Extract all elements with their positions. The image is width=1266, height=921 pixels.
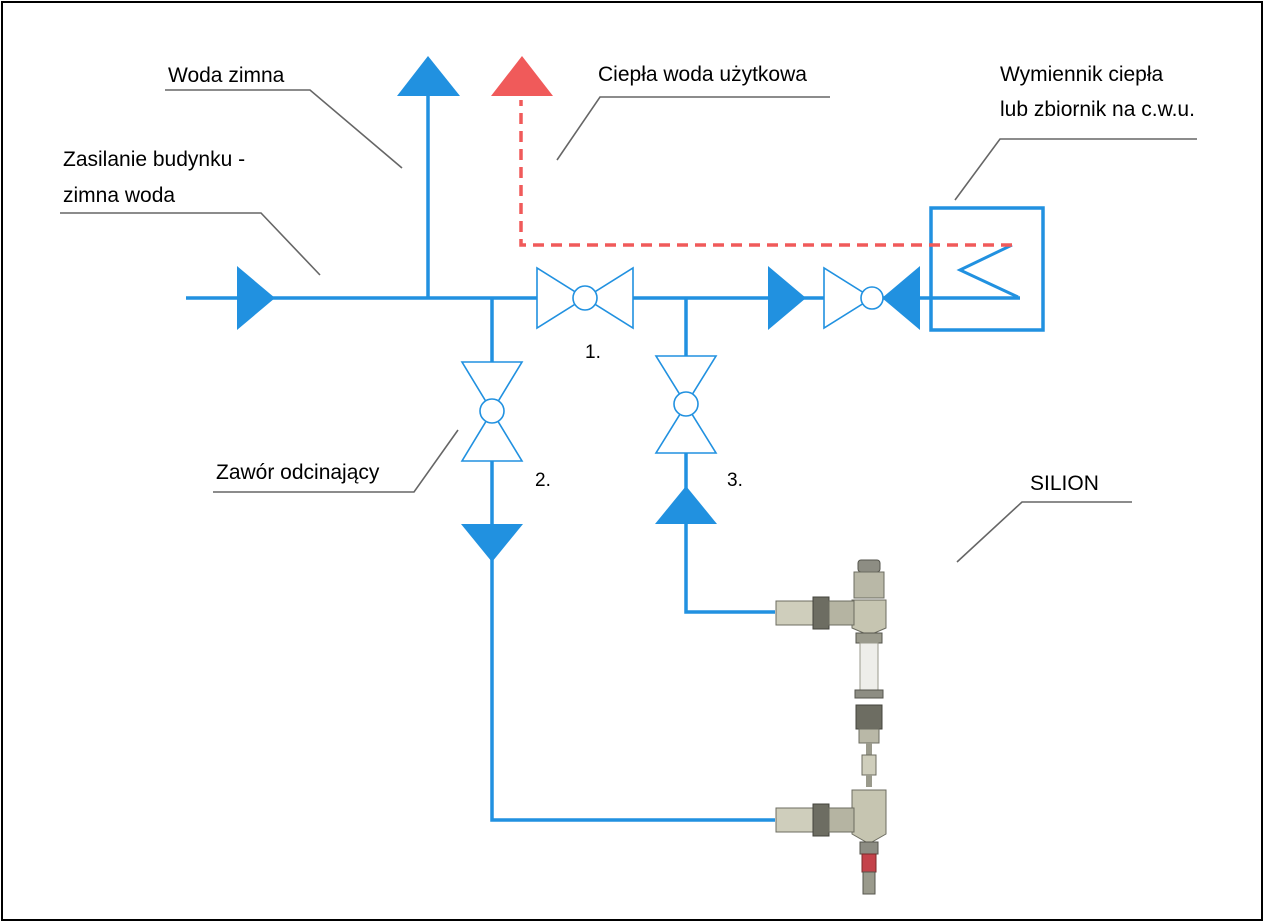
label-hot-water: Ciepła woda użytkowa xyxy=(598,63,807,86)
check-valve-triangle xyxy=(882,266,920,330)
label-shutoff-valve: Zawór odcinający xyxy=(216,461,380,484)
flow-arrow-branch-2 xyxy=(461,524,523,562)
leader-silion xyxy=(956,501,1132,563)
heat-exchanger-coil xyxy=(956,243,1019,299)
silion-device xyxy=(775,559,887,895)
flow-arrow-branch-3 xyxy=(655,486,717,524)
shutoff-valve-1 xyxy=(536,266,634,330)
heat-exchanger xyxy=(929,206,1045,332)
label-cold-water: Woda zimna xyxy=(168,64,285,87)
label-supply-line2: zimna woda xyxy=(63,184,176,207)
shutoff-valve-2 xyxy=(460,361,524,462)
label-exchanger-line1: Wymiennik ciepła xyxy=(1000,63,1164,86)
valve-number-3: 3. xyxy=(727,470,743,491)
valve-number-1: 1. xyxy=(585,342,601,363)
flow-arrow-to-exchanger xyxy=(768,266,806,330)
shutoff-valve-3 xyxy=(654,355,718,454)
hot-water-pipe xyxy=(519,100,1012,247)
flow-arrow-hot-water xyxy=(491,56,553,96)
branch-pipe-2 xyxy=(490,298,775,822)
leader-exchanger xyxy=(954,138,1197,201)
label-silion: SILION xyxy=(1030,472,1099,495)
leader-cold-water xyxy=(165,89,403,169)
leader-hot-water xyxy=(556,96,830,161)
valve-number-2: 2. xyxy=(535,470,551,491)
flow-arrow-supply xyxy=(237,266,275,330)
branch-pipe-3 xyxy=(684,298,775,614)
label-supply-line1: Zasilanie budynku - xyxy=(63,148,246,171)
leader-shutoff-valve xyxy=(213,429,459,493)
label-exchanger-line2: lub zbiornik na c.w.u. xyxy=(1000,98,1195,121)
flow-arrow-cold-water xyxy=(397,56,460,96)
piping-diagram xyxy=(60,56,1197,895)
check-valve xyxy=(823,266,884,330)
leader-supply xyxy=(60,212,321,276)
